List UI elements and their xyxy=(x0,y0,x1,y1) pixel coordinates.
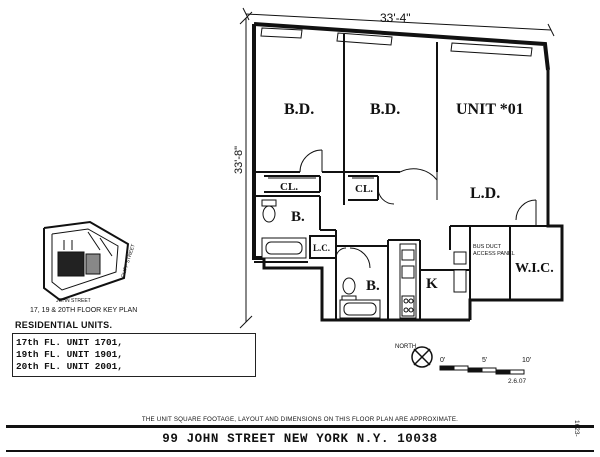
residential-units-title: RESIDENTIAL UNITS. xyxy=(15,320,113,330)
scale-tick-10: 10' xyxy=(522,357,531,364)
bedroom-1-label: B.D. xyxy=(284,101,314,118)
key-plan-street-1: JOHN STREET xyxy=(56,298,91,304)
kitchen-label: K xyxy=(426,276,438,292)
width-dimension-label: 33'-4" xyxy=(380,11,411,25)
width-dimension xyxy=(242,7,555,37)
walk-in-closet-label: W.I.C. xyxy=(515,261,554,276)
plan-date: 2.6.07 xyxy=(508,378,526,385)
height-dimension xyxy=(239,11,253,329)
residential-units-list: 17th FL. UNIT 1701, 19th FL. UNIT 1901, … xyxy=(16,337,123,373)
unit-item: 17th FL. UNIT 1701, xyxy=(16,337,123,348)
duct-panel-label-2: ACCESS PANEL xyxy=(473,251,515,257)
side-code: 1623- xyxy=(573,420,580,437)
height-dimension-label: 33'-8" xyxy=(233,146,245,174)
scale-tick-0: 0' xyxy=(440,357,445,364)
closet-2-label: CL. xyxy=(355,183,373,195)
key-plan-caption: 17, 19 & 20TH FLOOR KEY PLAN xyxy=(30,307,137,314)
north-arrow xyxy=(411,346,433,368)
unit-item: 19th FL. UNIT 1901, xyxy=(16,349,123,360)
bath-2-label: B. xyxy=(366,278,380,294)
unit-label: UNIT *01 xyxy=(456,101,524,118)
bath-1-label: B. xyxy=(291,209,305,225)
scale-tick-5: 5' xyxy=(482,357,487,364)
door-swings xyxy=(299,149,537,269)
footer-rule-top xyxy=(6,425,594,428)
residential-units-box xyxy=(12,333,256,377)
building-address: 99 JOHN STREET NEW YORK N.Y. 10038 xyxy=(162,432,438,446)
linen-closet-label: L.C. xyxy=(313,243,330,253)
north-label: NORTH xyxy=(395,344,416,350)
bedroom-2-label: B.D. xyxy=(370,101,400,118)
key-plan xyxy=(43,220,130,302)
exterior-walls xyxy=(252,22,564,322)
living-dining-label: L.D. xyxy=(470,185,500,202)
unit-item: 20th FL. UNIT 2001, xyxy=(16,361,123,372)
windows xyxy=(260,27,533,57)
duct-panel-label-1: BUS DUCT xyxy=(473,244,502,250)
scale-bar xyxy=(439,365,525,375)
disclaimer-text: THE UNIT SQUARE FOOTAGE, LAYOUT AND DIME… xyxy=(141,416,459,423)
key-plan-street-2: CLIFF STREET xyxy=(120,243,137,278)
footer-rule-bottom xyxy=(6,450,594,452)
closet-1-label: CL. xyxy=(280,181,298,193)
fixtures xyxy=(261,177,467,319)
